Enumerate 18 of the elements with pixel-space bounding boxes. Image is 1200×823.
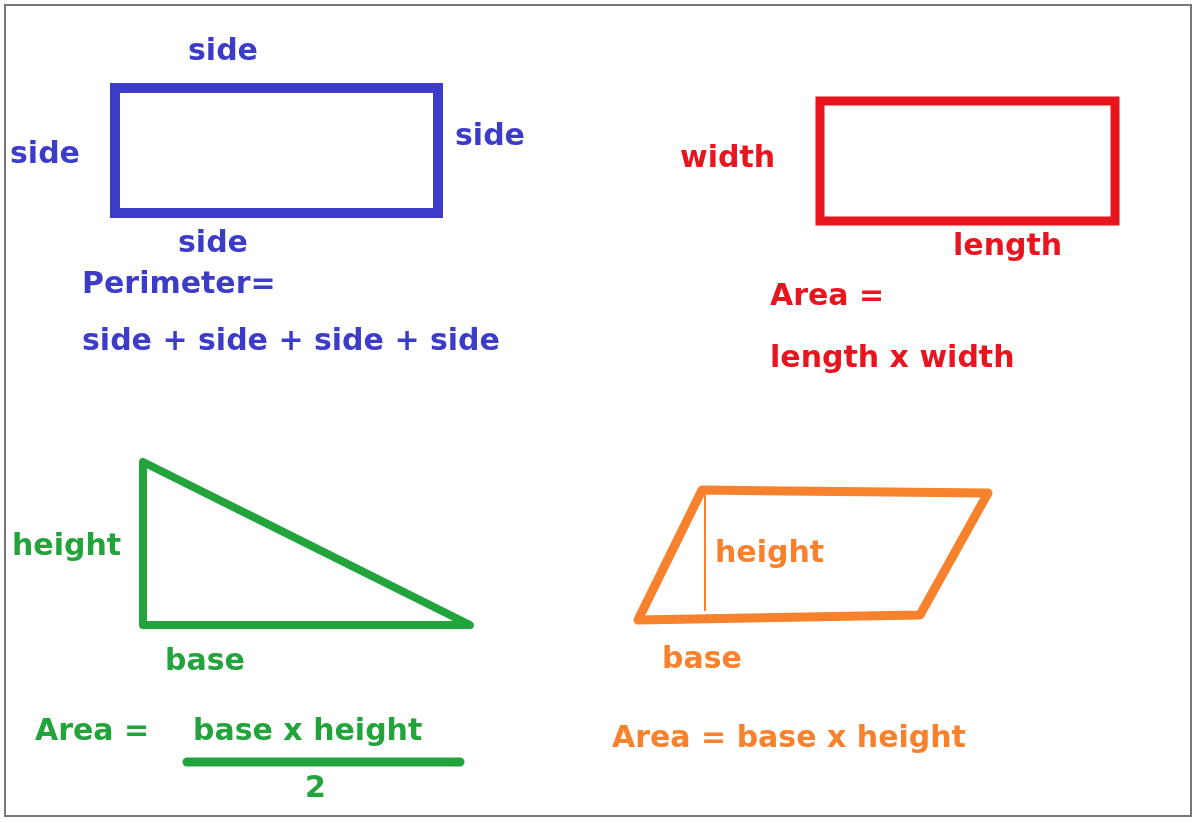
height-label: height [715, 535, 825, 568]
base-label: base [662, 641, 742, 674]
side-label: side [178, 225, 248, 258]
side-label: side [10, 136, 80, 169]
formula-text: Area = [770, 278, 885, 311]
formula-text: length x width [770, 340, 1015, 373]
formula-text: Perimeter= [82, 266, 276, 299]
side-label: side [455, 118, 525, 151]
length-label: length [953, 228, 1063, 261]
formula-text: Area = base x height [612, 720, 966, 753]
denominator-text: 2 [305, 770, 326, 803]
side-label: side [188, 33, 258, 66]
height-label: height [12, 528, 122, 561]
numerator-text: base x height [193, 713, 423, 746]
width-label: width [680, 140, 776, 173]
base-label: base [165, 643, 245, 676]
formula-text: side + side + side + side [82, 323, 500, 356]
formula-text: Area = [35, 713, 150, 746]
